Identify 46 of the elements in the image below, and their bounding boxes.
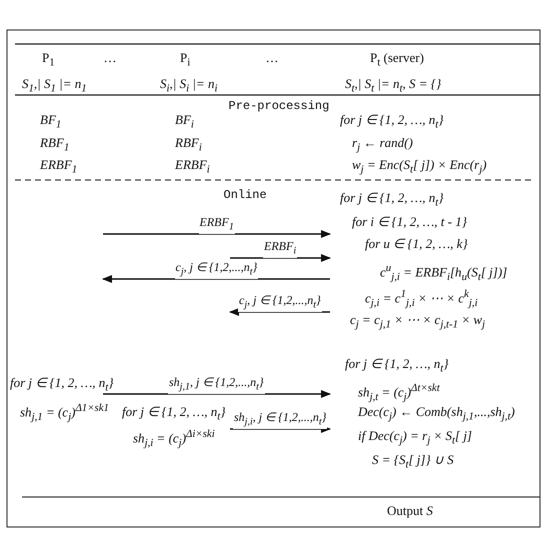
- ellipsis: …: [104, 50, 116, 66]
- formula: Dec(c$_{j}$) ← Comb(sh$_{j,1}$,...,sh$_{j,t}$): [358, 404, 515, 425]
- formula: for j ∈ {1, 2, …, n$_{t}$}: [340, 112, 444, 133]
- formula: if Dec(c$_{j}$) = r$_{j}$ × S$_{t}$[ j]: [358, 428, 472, 449]
- formula: for i ∈ {1, 2, …, t - 1}: [352, 214, 467, 230]
- formula: for j ∈ {1, 2, …, n$_{t}$}: [345, 356, 449, 377]
- formula: S$_{t}$,| S$_{t}$ |= n$_{t}$, S = {}: [345, 76, 442, 97]
- edge-label: sh$_{j,i}$, j ∈ {1,2,...,n$_{t}$}: [233, 410, 328, 430]
- phase-heading: Online: [224, 187, 267, 203]
- formula: S = {S$_{t}$[ j]} ∪ S: [372, 452, 454, 473]
- phase-heading: Pre-processing: [228, 98, 330, 114]
- formula: for j ∈ {1, 2, …, n$_{t}$}: [340, 190, 444, 211]
- formula: sh$_{j,1}$ = (c$_{j}$)$^{Δ1×sk1}$: [20, 401, 109, 425]
- formula: RBF$_{i}$: [175, 135, 202, 156]
- edge-label: sh$_{j,1}$, j ∈ {1,2,...,n$_{t}$}: [168, 375, 265, 394]
- edge-label: ERBF$_{i}$: [263, 239, 298, 258]
- party-label: P$_{i}$: [180, 50, 190, 71]
- formula: RBF$_{1}$: [40, 135, 70, 156]
- arrow: [103, 230, 331, 238]
- edge-label: ERBF$_{1}$: [198, 215, 235, 234]
- formula: S$_{i}$,| S$_{i}$ |= n$_{i}$: [160, 76, 218, 97]
- party-label: P$_{t}$ (server): [370, 50, 424, 71]
- formula: S$_{1}$,| S$_{1}$ |= n$_{1}$: [22, 76, 87, 97]
- formula: BF$_{i}$: [175, 112, 194, 133]
- formula: w$_{j}$ = Enc(S$_{t}$[ j]) × Enc(r$_{j}$): [352, 157, 487, 178]
- ellipsis: …: [266, 50, 278, 66]
- formula: r$_{j}$ ← rand(): [352, 135, 413, 156]
- formula: for j ∈ {1, 2, …, n$_{t}$}: [122, 404, 226, 425]
- formula: for u ∈ {1, 2, …, k}: [365, 236, 468, 252]
- edge-label: c$_{j}$, j ∈ {1,2,...,n$_{t}$}: [238, 293, 322, 312]
- formula: c$^{u}$$_{j,i}$ = ERBF$_{i}$[h$_{u}$(S$_{t}$[ j])]: [380, 261, 508, 285]
- formula: c$_{j}$ = c$_{j,1}$ × ⋯ × c$_{j,t-1}$ × w$_{j}$: [350, 312, 486, 333]
- edge-label: c$_{j}$, j ∈ {1,2,...,n$_{t}$}: [174, 260, 258, 280]
- formula: ERBF$_{1}$: [40, 157, 78, 178]
- party-label: P$_{1}$: [42, 50, 55, 71]
- arrow: [230, 425, 331, 433]
- formula: for j ∈ {1, 2, …, n$_{t}$}: [10, 375, 114, 396]
- formula: sh$_{j,i}$ = (c$_{j}$)$^{Δi×ski}$: [133, 427, 215, 451]
- formula: ERBF$_{i}$: [175, 157, 210, 178]
- arrow: [102, 275, 330, 283]
- arrow: [103, 390, 331, 398]
- formula: BF$_{1}$: [40, 112, 62, 133]
- arrow: [229, 308, 330, 316]
- arrow: [230, 254, 331, 262]
- formula: sh$_{j,t}$ = (c$_{j}$)$^{Δt×skt}$: [358, 381, 440, 405]
- output-text: Output S: [387, 503, 433, 519]
